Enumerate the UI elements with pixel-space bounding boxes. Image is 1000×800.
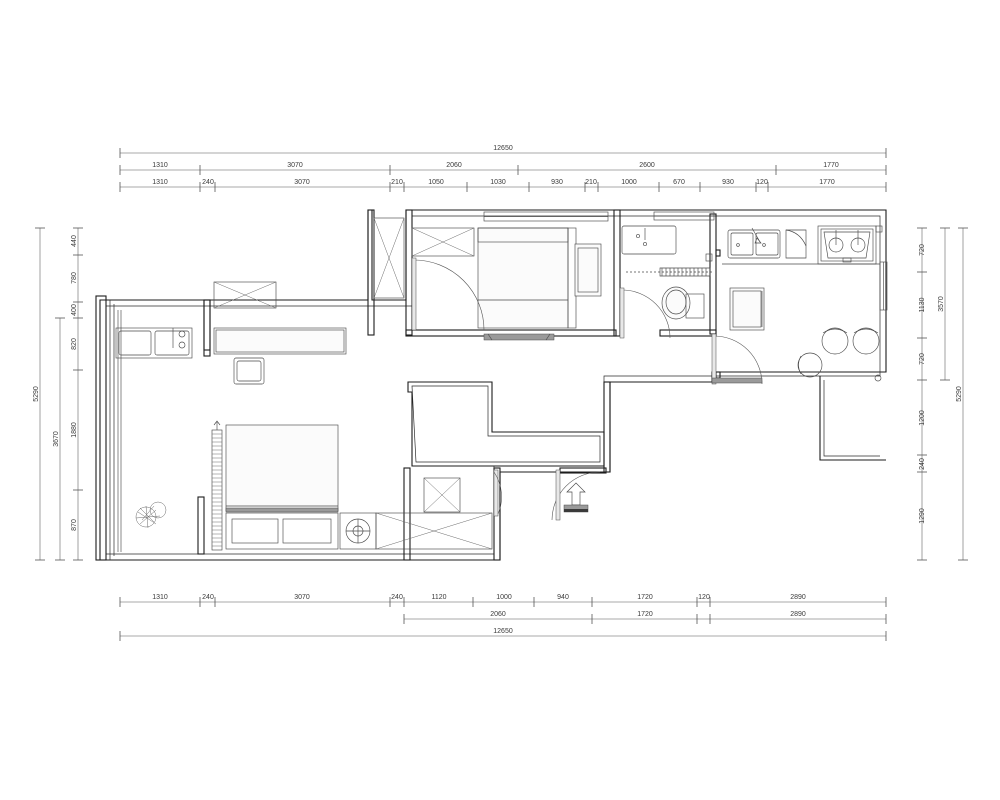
dim-bot-r1-9: 2890 — [790, 594, 806, 601]
wardrobe-second — [375, 512, 493, 550]
dim-top-overall: 12650 — [493, 145, 513, 152]
dim-bot-r1-2: 3070 — [294, 594, 310, 601]
dim-top-r1-1: 3070 — [287, 162, 303, 169]
dish-drainer — [785, 229, 807, 259]
dim-top-r2-8: 1000 — [621, 179, 637, 186]
right-dimension-block: 720 1130 720 1200 240 1290 3570 5290 — [917, 227, 968, 561]
refrigerator — [729, 287, 765, 331]
second-bedroom-furniture — [135, 420, 493, 555]
master-bedroom-door[interactable] — [411, 257, 485, 331]
dim-bot-r1-0: 1310 — [152, 594, 168, 601]
dim-left-0: 440 — [71, 235, 78, 247]
dining-area-furniture — [797, 327, 880, 378]
entry-door[interactable] — [551, 469, 601, 521]
dim-bot-r1-3: 240 — [391, 594, 403, 601]
windows — [117, 211, 888, 552]
dim-top-r1-2: 2060 — [446, 162, 462, 169]
dining-chair-2 — [852, 327, 880, 355]
shower-divider — [626, 267, 712, 277]
window-kitchen — [653, 211, 715, 221]
dim-right-group: 3570 — [938, 296, 945, 312]
dim-right-1: 1130 — [919, 297, 926, 312]
left-dimension-block: 5290 3670 440 780 400 820 1880 870 — [33, 227, 83, 561]
study-area-furniture — [115, 299, 347, 385]
washbasin — [115, 327, 193, 359]
bathroom-vanity — [621, 225, 677, 255]
dim-top-r2-11: 120 — [756, 179, 768, 186]
toilet — [661, 286, 705, 320]
dim-bot-r1-8: 120 — [698, 594, 710, 601]
dim-left-overall: 5290 — [33, 386, 40, 402]
bottom-dimension-block: 1310 240 3070 240 1120 1000 940 1720 120… — [119, 594, 887, 641]
ceiling-fixture — [339, 512, 377, 550]
tv-cabinet — [225, 512, 339, 550]
dim-top-r2-1: 240 — [202, 179, 214, 186]
cooktop — [817, 225, 877, 265]
dining-chair-3 — [797, 352, 823, 378]
dim-left-5: 870 — [71, 519, 78, 531]
dim-top-r1-3: 2600 — [639, 162, 655, 169]
dim-top-r1-4: 1770 — [823, 162, 839, 169]
dim-left-1: 780 — [71, 272, 78, 284]
window-right — [879, 261, 888, 311]
dim-top-r2-0: 1310 — [152, 179, 168, 186]
dim-top-r2-3: 210 — [391, 179, 403, 186]
bathroom-fixtures — [619, 225, 713, 339]
second-bed — [225, 424, 339, 513]
potted-plant — [135, 501, 167, 529]
dim-bot-r2-1: 1720 — [637, 611, 653, 618]
bathroom-door[interactable] — [619, 287, 671, 339]
kitchen-sink — [727, 227, 781, 259]
nightstand — [574, 243, 602, 297]
master-bedroom-furniture — [373, 217, 602, 341]
dim-left-4: 1880 — [71, 422, 78, 438]
master-bed — [477, 227, 577, 329]
dim-top-r2-12: 1770 — [819, 179, 835, 186]
window-master — [483, 211, 609, 222]
wardrobe-master — [411, 227, 475, 257]
top-dimension-block: 12650 1310 3070 2060 2600 1770 — [119, 145, 887, 192]
overhead-cabinet — [213, 281, 277, 309]
dim-right-2: 720 — [919, 353, 926, 365]
dim-right-3: 1200 — [919, 410, 926, 426]
dim-bot-r1-7: 1720 — [637, 594, 653, 601]
building-walls — [95, 209, 887, 561]
second-bedroom-door[interactable] — [493, 469, 502, 517]
dim-bot-r1-1: 240 — [202, 594, 214, 601]
dim-bot-r1-5: 1000 — [496, 594, 512, 601]
desk-chair — [233, 357, 265, 385]
dim-bot-r2-2: 2890 — [790, 611, 806, 618]
bed-bench — [483, 333, 555, 341]
desk-counter — [213, 327, 347, 355]
dining-chair-1 — [821, 327, 849, 355]
dim-left-2: 400 — [71, 304, 78, 316]
dim-left-3: 820 — [71, 338, 78, 350]
kitchen-fixtures — [722, 225, 883, 382]
wardrobe-hall — [423, 477, 461, 513]
dim-top-r2-10: 930 — [722, 179, 734, 186]
dim-right-5: 1290 — [919, 508, 926, 524]
wardrobe-closet-vertical — [373, 217, 405, 299]
balcony-rail — [117, 310, 122, 552]
dim-bot-r2-0: 2060 — [490, 611, 506, 618]
dim-bot-r1-4: 1120 — [431, 594, 446, 601]
dim-top-r2-6: 930 — [551, 179, 563, 186]
entry-arrow — [563, 482, 589, 513]
dim-top-r2-4: 1050 — [428, 179, 444, 186]
entry-foyer — [551, 469, 601, 521]
dim-bot-r1-6: 940 — [557, 594, 569, 601]
dim-top-r2-5: 1030 — [490, 179, 506, 186]
dim-left-group: 3670 — [53, 431, 60, 447]
dim-right-0: 720 — [919, 244, 926, 256]
dim-top-r2-7: 210 — [585, 179, 597, 186]
bed-side-curtain — [211, 420, 223, 551]
dim-top-r2-9: 670 — [673, 179, 685, 186]
kitchen-door[interactable] — [711, 333, 763, 385]
dim-bot-overall: 12650 — [493, 628, 513, 635]
dim-top-r2-2: 3070 — [294, 179, 310, 186]
dim-top-r1-0: 1310 — [152, 162, 168, 169]
dim-right-4: 240 — [919, 458, 926, 470]
dim-right-overall: 5290 — [956, 386, 963, 402]
